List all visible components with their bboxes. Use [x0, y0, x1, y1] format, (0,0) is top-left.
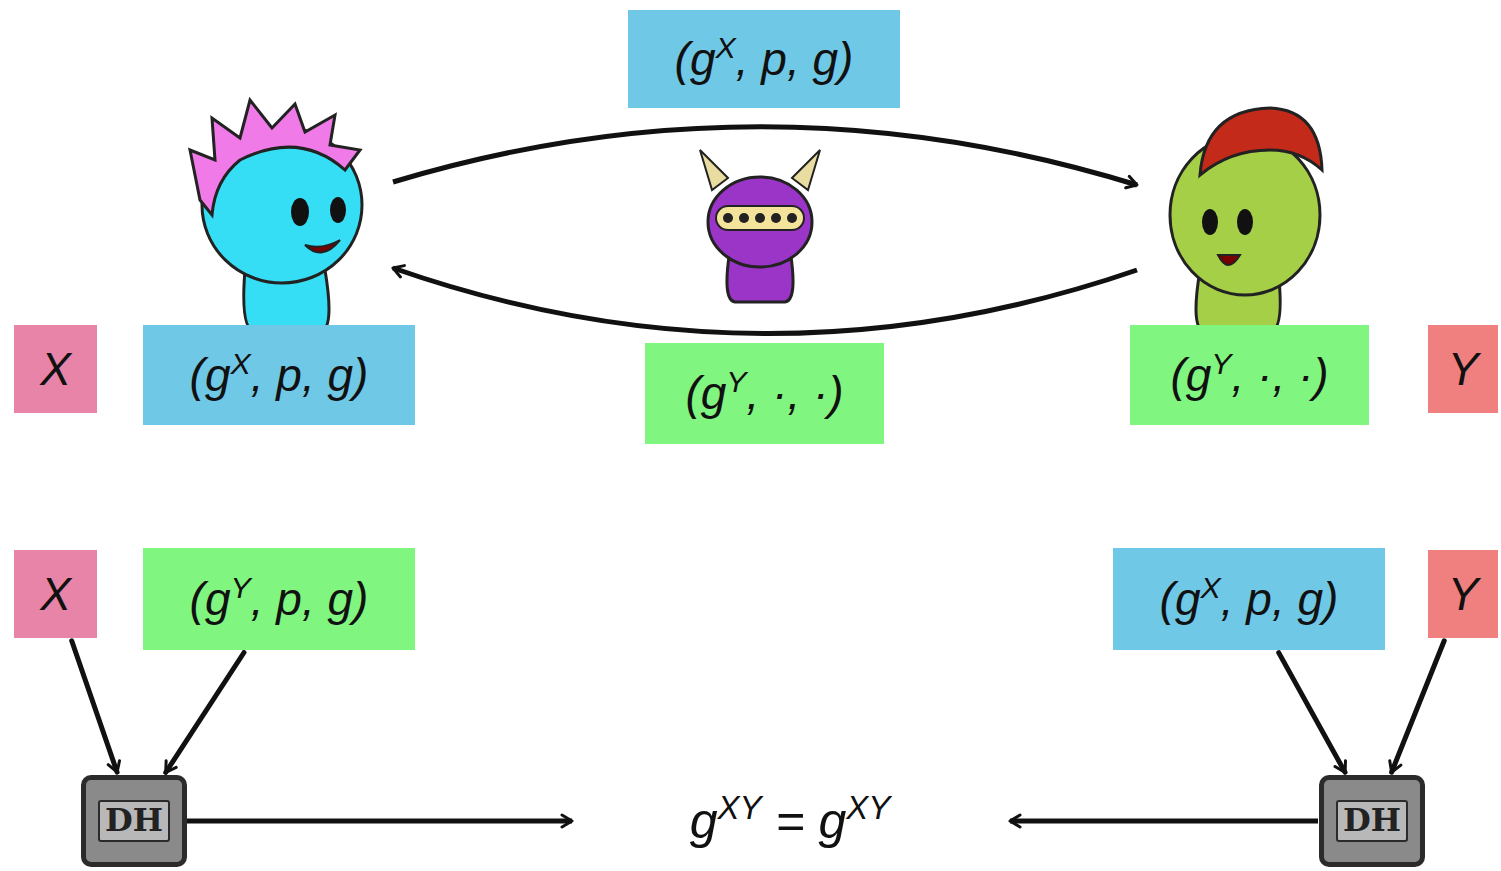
- message-box: (gY, ·, ·): [645, 343, 884, 444]
- message-box: (gX, p, g): [628, 10, 900, 108]
- superscript: Y: [231, 571, 251, 604]
- input-arrow: [1279, 653, 1345, 773]
- box-label: Y: [1448, 344, 1479, 395]
- secret-box: Y: [1428, 550, 1498, 638]
- public-key-box: (gX, p, g): [1113, 548, 1385, 650]
- box-label: (gX, p, g): [675, 34, 854, 85]
- dh-label: DH: [1336, 800, 1408, 841]
- box-label: Y: [1448, 569, 1479, 620]
- superscript: Y: [726, 366, 746, 399]
- eve-figure: [700, 150, 820, 302]
- input-arrow: [72, 641, 117, 772]
- input-arrow: [1392, 641, 1445, 772]
- box-label: (gY, ·, ·): [1170, 350, 1328, 401]
- shared-secret: gXY = gXY: [686, 794, 895, 849]
- box-label: X: [40, 569, 71, 620]
- superscript: X: [1201, 571, 1221, 604]
- public-key-box: (gY, ·, ·): [1130, 325, 1369, 425]
- public-key-box: (gY, p, g): [143, 548, 415, 650]
- box-label: (gY, p, g): [190, 574, 369, 625]
- public-key-box: (gX, p, g): [143, 325, 415, 425]
- secret-box: Y: [1428, 325, 1498, 413]
- dh-label: DH: [98, 800, 170, 841]
- dh-box: DH: [81, 775, 187, 867]
- box-label: (gX, p, g): [1160, 574, 1339, 625]
- superscript: X: [231, 347, 251, 380]
- alice-figure: [190, 100, 362, 332]
- superscript: XY: [846, 789, 890, 826]
- result-arrow: [1010, 819, 1318, 824]
- superscript: Y: [1211, 347, 1231, 380]
- secret-box: X: [14, 325, 97, 413]
- box-label: (gX, p, g): [190, 350, 369, 401]
- dh-box: DH: [1319, 775, 1425, 867]
- result-arrow: [182, 819, 572, 824]
- input-arrow: [166, 653, 244, 773]
- box-label: X: [40, 344, 71, 395]
- superscript: X: [716, 31, 736, 64]
- bob-figure: [1170, 108, 1322, 332]
- box-label: (gY, ·, ·): [685, 368, 843, 419]
- secret-box: X: [14, 550, 97, 638]
- superscript: XY: [717, 789, 761, 826]
